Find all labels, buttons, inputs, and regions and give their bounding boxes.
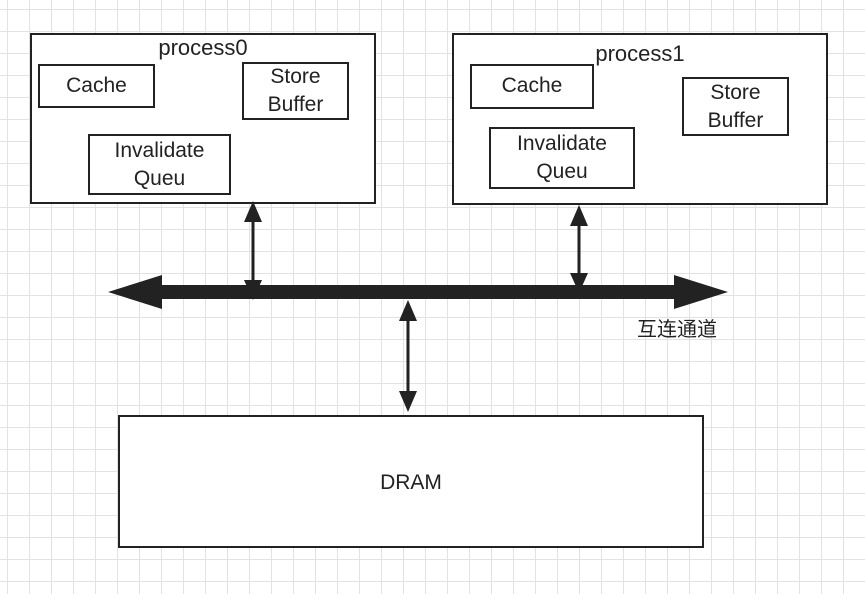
process0-link-up-arrowhead [244,201,262,222]
process1-link-up-arrowhead [570,205,588,226]
process1-link-down-arrowhead [570,273,588,293]
process0-title: process0 [158,35,248,60]
process0-invalidate-queue-box: Invalidate Queu [88,134,231,195]
process0-box: process0 Cache Store Buffer Invalidate Q… [30,33,376,204]
dram-box: DRAM [118,415,704,548]
process1-store-buffer-label: Store Buffer [684,79,787,135]
bus-shaft [150,285,680,299]
dram-label: DRAM [380,471,442,494]
process1-invalidate-queue-label: Invalidate Queu [491,130,633,186]
process0-store-buffer-box: Store Buffer [242,62,349,120]
interconnect-label: 互连通道 [637,319,717,341]
process0-store-buffer-label: Store Buffer [244,63,347,119]
process1-store-buffer-box: Store Buffer [682,77,789,136]
process1-store-buffer-line1: Store [710,80,761,104]
process0-bus-link-arrow [244,201,262,300]
bus-left-arrowhead [108,275,162,309]
dram-link-up-arrowhead [399,300,417,321]
process0-link-down-arrowhead [244,280,262,300]
process1-invalidate-line2: Queu [536,160,588,183]
process1-title: process1 [595,41,685,66]
process0-invalidate-line2: Queu [133,166,186,190]
process1-cache-box: Cache [470,64,594,109]
bus-right-arrowhead [674,275,728,309]
process0-invalidate-queue-label: Invalidate Queu [90,137,229,193]
process0-cache-label: Cache [66,74,127,97]
process1-bus-link-arrow [570,205,588,293]
dram-bus-link-arrow [399,300,417,412]
dram-link-down-arrowhead [399,391,417,412]
interconnect-bus-arrow [108,275,728,309]
process1-invalidate-line1: Invalidate [517,132,607,155]
process0-invalidate-line1: Invalidate [114,138,205,162]
process1-invalidate-queue-box: Invalidate Queu [489,127,635,189]
process1-cache-label: Cache [501,74,563,97]
process0-store-buffer-line1: Store [270,65,321,88]
process1-store-buffer-line2: Buffer [707,108,764,132]
process1-box: process1 Cache Store Buffer Invalidate Q… [452,33,828,205]
process0-cache-box: Cache [38,64,155,108]
process0-store-buffer-line2: Buffer [267,93,324,116]
